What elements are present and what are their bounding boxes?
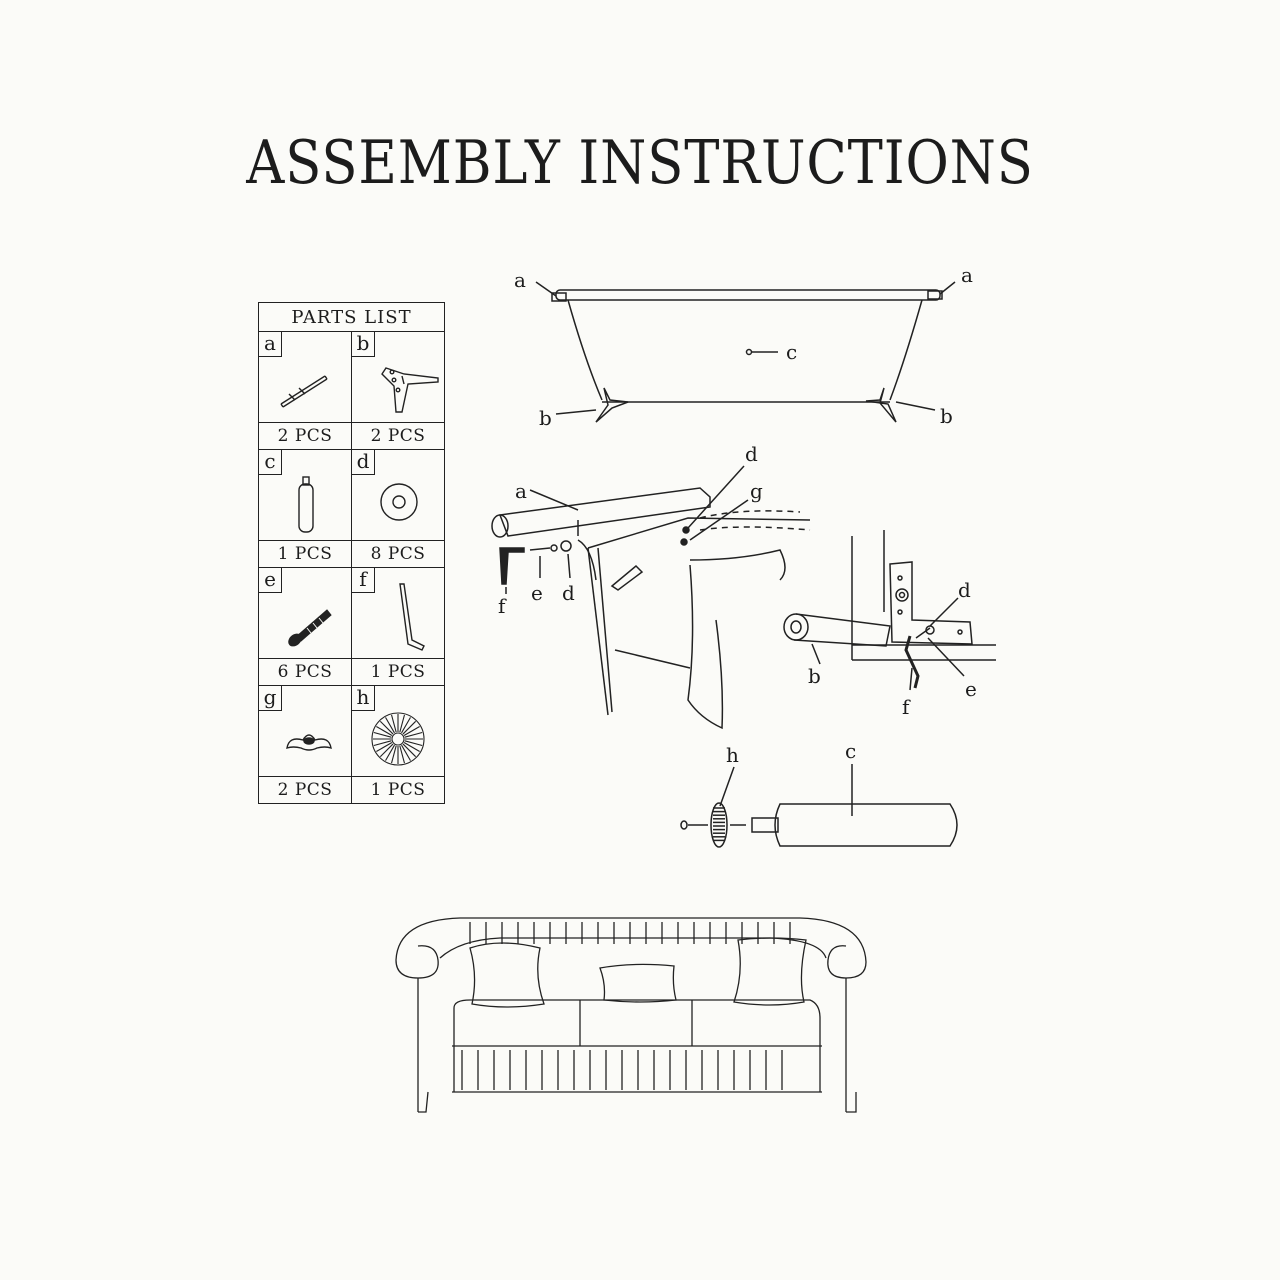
sofa-drawing	[395, 917, 867, 1113]
part-g-qty: 2 PCS	[258, 776, 352, 804]
part-letter: c	[259, 450, 282, 475]
label-overview-c: c	[786, 340, 797, 364]
part-d-qty: 8 PCS	[351, 540, 445, 568]
label-overview-a-left: a	[514, 268, 526, 292]
part-letter: b	[352, 332, 375, 357]
label-arm-f: f	[498, 594, 507, 618]
leg-bracket-icon	[381, 367, 439, 413]
armrest-rail-icon	[280, 375, 328, 408]
parts-list: PARTS LIST a b 2 PCS	[258, 302, 445, 804]
label-arm-d2: d	[562, 581, 575, 605]
label-arm-g: g	[750, 479, 763, 503]
wing-nut-icon	[286, 734, 332, 751]
label-leg-e: e	[965, 677, 977, 701]
armrest-detail-drawing	[491, 465, 811, 730]
label-arm-e: e	[531, 581, 543, 605]
washer-icon	[380, 483, 418, 521]
part-f-cell: f	[351, 567, 445, 659]
part-g-cell: g	[258, 685, 352, 777]
part-letter: e	[259, 568, 282, 593]
parts-list-header: PARTS LIST	[258, 302, 445, 332]
part-b-qty: 2 PCS	[351, 422, 445, 450]
button-disc-icon	[371, 712, 425, 766]
part-h-qty: 1 PCS	[351, 776, 445, 804]
label-overview-b-right: b	[940, 404, 953, 428]
label-arm-a: a	[515, 479, 527, 503]
part-b-cell: b	[351, 331, 445, 423]
label-leg-b: b	[808, 664, 821, 688]
part-h-cell: h	[351, 685, 445, 777]
callout-labels: a a c b b a d g f e d d b f e h c	[498, 263, 977, 767]
label-overview-b-left: b	[539, 406, 552, 430]
part-letter: d	[352, 450, 375, 475]
label-leg-f: f	[902, 695, 911, 719]
part-letter: f	[352, 568, 375, 593]
pillow-detail-drawing	[680, 764, 958, 848]
allen-key-icon	[399, 583, 425, 651]
part-f-qty: 1 PCS	[351, 658, 445, 686]
part-e-cell: e	[258, 567, 352, 659]
label-overview-a-right: a	[961, 263, 973, 287]
label-leg-d: d	[958, 578, 971, 602]
page-title: ASSEMBLY INSTRUCTIONS	[246, 128, 1034, 198]
bolt-icon	[288, 609, 332, 647]
cylinder-pillow-icon	[298, 476, 314, 533]
part-e-qty: 6 PCS	[258, 658, 352, 686]
part-letter: g	[259, 686, 282, 711]
part-letter: a	[259, 332, 282, 357]
part-c-cell: c	[258, 449, 352, 541]
label-pillow-c: c	[845, 739, 856, 763]
part-d-cell: d	[351, 449, 445, 541]
label-pillow-h: h	[726, 743, 739, 767]
part-letter: h	[352, 686, 375, 711]
label-arm-d: d	[745, 442, 758, 466]
part-c-qty: 1 PCS	[258, 540, 352, 568]
leg-detail-drawing	[783, 530, 996, 691]
overview-frame-drawing	[535, 281, 956, 423]
